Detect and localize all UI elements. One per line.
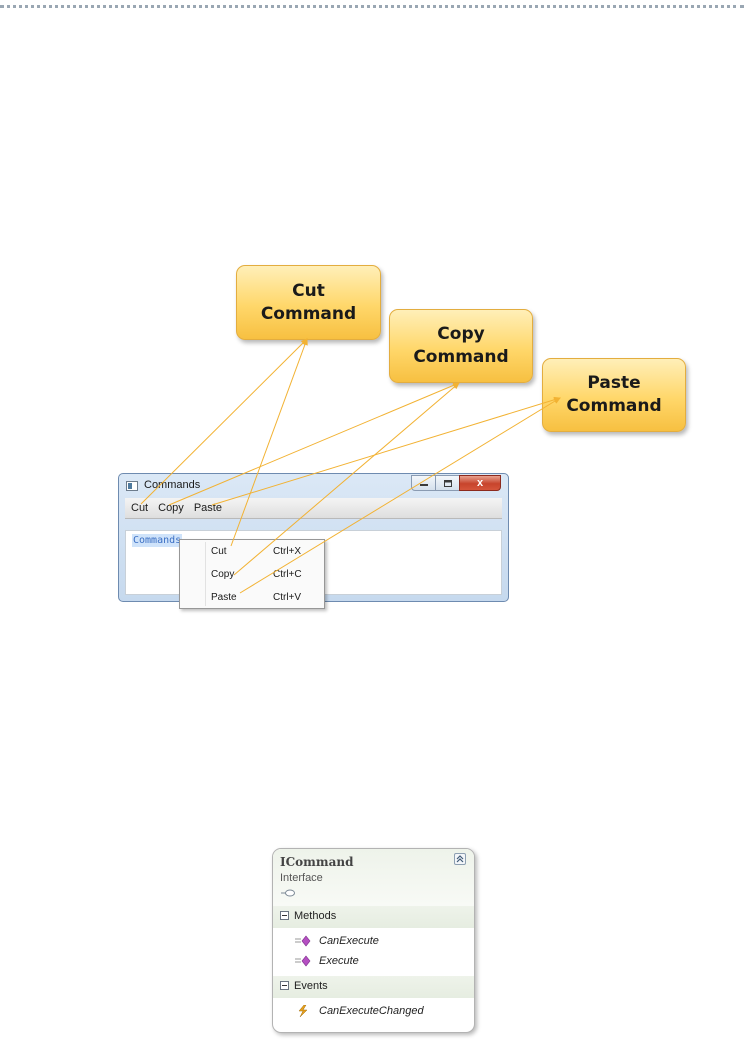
member-can-execute[interactable]: CanExecute	[273, 932, 474, 951]
selected-text[interactable]: Commands	[132, 534, 183, 547]
collapse-minus-icon[interactable]	[280, 981, 289, 990]
page-top-dotted-rule	[0, 5, 744, 8]
member-execute[interactable]: Execute	[273, 952, 474, 971]
icommand-class-diagram: ICommand Interface Methods CanExecute Ex…	[272, 848, 475, 1033]
context-menu-item-copy[interactable]: Copy Ctrl+C	[180, 565, 324, 585]
paste-command-line2: Command	[566, 396, 662, 416]
maximize-button[interactable]	[435, 475, 460, 491]
section-title-methods: Methods	[294, 910, 337, 922]
member-name: CanExecuteChanged	[319, 1005, 424, 1017]
events-section-header[interactable]: Events	[273, 976, 474, 998]
minimize-button[interactable]	[411, 475, 436, 491]
collapse-chevron-icon[interactable]	[454, 853, 466, 865]
collapse-minus-icon[interactable]	[280, 911, 289, 920]
member-name: CanExecute	[319, 935, 379, 947]
window-caption-buttons: x	[411, 475, 501, 491]
window-title: Commands	[144, 479, 201, 491]
context-menu-shortcut: Ctrl+C	[273, 569, 302, 580]
paste-command-box: Paste Command	[542, 358, 686, 432]
event-lightning-icon	[298, 1005, 308, 1017]
member-can-execute-changed[interactable]: CanExecuteChanged	[273, 1002, 474, 1021]
class-name: ICommand	[280, 855, 354, 869]
context-menu-item-cut[interactable]: Cut Ctrl+X	[180, 542, 324, 562]
method-icon	[295, 935, 311, 947]
copy-command-line1: Copy	[437, 324, 485, 344]
member-name: Execute	[319, 955, 359, 967]
method-icon	[295, 955, 311, 967]
maximize-icon	[443, 479, 452, 487]
copy-command-box: Copy Command	[389, 309, 533, 383]
context-menu: Cut Ctrl+X Copy Ctrl+C Paste Ctrl+V	[179, 539, 325, 609]
window-app-icon	[126, 481, 138, 491]
cut-command-line1: Cut	[292, 280, 325, 301]
interface-lollipop-icon	[281, 889, 295, 897]
menu-item-copy[interactable]: Copy	[158, 502, 184, 514]
class-header: ICommand Interface	[273, 849, 474, 906]
close-icon: x	[476, 477, 484, 489]
cut-command-box: Cut Command	[236, 265, 381, 340]
context-menu-item-paste[interactable]: Paste Ctrl+V	[180, 588, 324, 608]
methods-section-header[interactable]: Methods	[273, 906, 474, 928]
context-menu-label: Cut	[211, 546, 227, 557]
context-menu-shortcut: Ctrl+V	[273, 592, 302, 603]
menu-item-cut[interactable]: Cut	[131, 502, 149, 514]
close-button[interactable]: x	[459, 475, 501, 491]
copy-command-line2: Command	[413, 347, 509, 367]
context-menu-label: Copy	[211, 569, 235, 580]
menu-item-paste[interactable]: Paste	[193, 502, 222, 514]
section-title-events: Events	[294, 980, 328, 992]
menu-bar: Cut Copy Paste	[125, 498, 502, 519]
context-menu-gutter	[205, 542, 206, 606]
context-menu-shortcut: Ctrl+X	[273, 546, 302, 557]
class-kind: Interface	[280, 872, 323, 884]
paste-command-line1: Paste	[587, 373, 641, 393]
cut-command-line2: Command	[260, 303, 357, 324]
context-menu-label: Paste	[211, 592, 237, 603]
minimize-icon	[419, 484, 428, 486]
